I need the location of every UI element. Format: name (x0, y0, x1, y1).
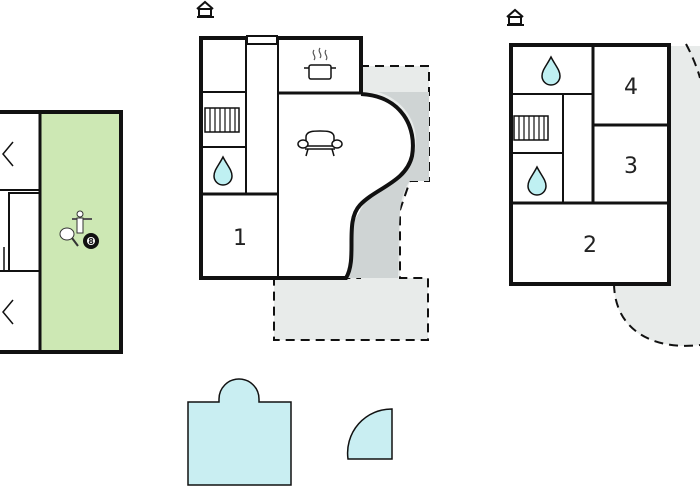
middle-floor: 1 (196, 0, 430, 341)
staircase-icon (513, 115, 549, 141)
west-wing: 8 (0, 110, 123, 354)
table-football-icon: 8 (59, 210, 99, 249)
house-icon (506, 8, 524, 26)
ping-pong-paddle-icon (59, 227, 75, 241)
terrace (614, 46, 700, 346)
room-number-2: 2 (583, 233, 597, 258)
house-icon (196, 0, 214, 18)
terrace-outline (613, 283, 700, 347)
hot-tub (346, 408, 393, 460)
cooking-pot-icon (304, 47, 336, 80)
door-swing-icon (2, 299, 14, 325)
middle-building-walls (199, 36, 415, 280)
water-drop-icon (213, 155, 233, 186)
door-swing-icon (2, 141, 14, 167)
water-drop-icon (541, 55, 561, 86)
west-wing-walls (0, 110, 123, 354)
middle-building (201, 38, 413, 278)
right-building (509, 43, 671, 286)
chimney (246, 35, 278, 45)
swimming-pool (187, 378, 292, 486)
room-number-1: 1 (233, 226, 247, 251)
terrace-outline (685, 43, 700, 79)
room-number-3: 3 (624, 154, 638, 179)
staircase-icon (204, 107, 240, 133)
right-floor: 4 3 2 (506, 8, 700, 347)
water-drop-icon (527, 165, 547, 196)
sofa-icon (297, 130, 343, 157)
room-number-4: 4 (624, 75, 638, 100)
partition (8, 192, 41, 272)
billiard-ball-number: 8 (88, 237, 94, 246)
